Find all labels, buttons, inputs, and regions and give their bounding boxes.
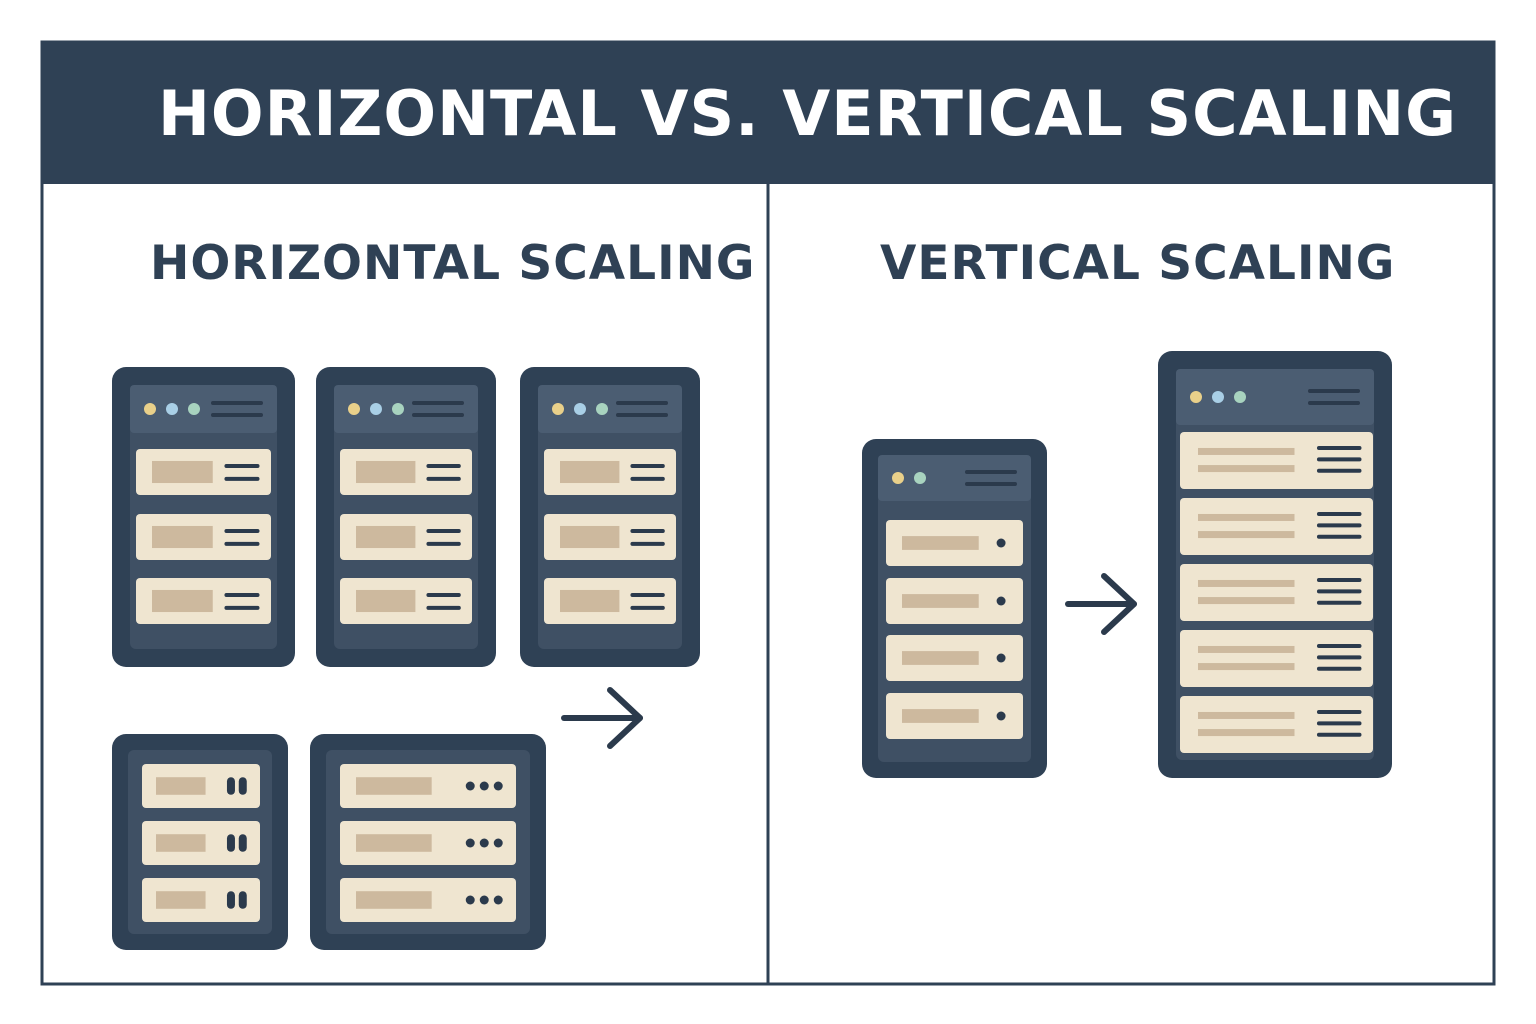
drive-led [238, 777, 247, 795]
status-light [370, 403, 382, 415]
server-rack-icon [862, 439, 1047, 778]
drive-label [156, 777, 206, 795]
drive-led [996, 538, 1006, 548]
server-rack-icon [520, 367, 700, 667]
server-rack-icon [112, 367, 295, 667]
drive-led [465, 895, 475, 905]
drive-label [152, 589, 213, 613]
drive-label [560, 525, 620, 549]
arrow-head [607, 687, 643, 749]
drive-label [1198, 597, 1295, 605]
server-rack-icon [1158, 351, 1392, 778]
status-light [1212, 391, 1224, 403]
drive-led [493, 895, 503, 905]
server-group [112, 351, 1392, 950]
drive-label [1198, 447, 1295, 455]
drive-label [356, 777, 432, 795]
arrow-right-icon [561, 687, 643, 749]
drive-label [1198, 513, 1295, 521]
drive-label [902, 594, 979, 608]
server-rack-icon [112, 734, 288, 950]
status-light [596, 403, 608, 415]
server-header [878, 455, 1031, 501]
drive-label [356, 891, 432, 909]
drive-led [479, 895, 489, 905]
drive-label [902, 536, 979, 550]
status-light [552, 403, 564, 415]
status-light [166, 403, 178, 415]
drive-label [356, 460, 416, 484]
drive-label [1198, 579, 1295, 587]
status-light [914, 472, 926, 484]
horizontal-scaling-heading: HORIZONTAL SCALING [150, 236, 756, 291]
status-light [188, 403, 200, 415]
vertical-scaling-heading: VERTICAL SCALING [880, 236, 1396, 291]
title-bar [42, 42, 1494, 184]
drive-label [560, 460, 620, 484]
drive-label [356, 525, 416, 549]
page-title: HORIZONTAL VS. VERTICAL SCALING [158, 77, 1458, 150]
drive-label [902, 651, 979, 665]
drive-led [465, 838, 475, 848]
server-header [1176, 369, 1374, 425]
drive-led [996, 596, 1006, 606]
drive-led [996, 653, 1006, 663]
drive-led [238, 891, 247, 909]
drive-led [238, 834, 247, 852]
server-header [538, 385, 682, 433]
status-light [348, 403, 360, 415]
drive-label [1198, 711, 1295, 719]
drive-led [226, 777, 235, 795]
drive-label [1198, 663, 1295, 671]
drive-label [1198, 729, 1295, 737]
arrow-head [1101, 573, 1137, 635]
drive-led [493, 781, 503, 791]
drive-led [465, 781, 475, 791]
drive-label [902, 709, 979, 723]
server-header [334, 385, 478, 433]
drive-led [996, 711, 1006, 721]
drive-label [560, 589, 620, 613]
server-rack-icon [316, 367, 496, 667]
drive-led [226, 891, 235, 909]
drive-led [226, 834, 235, 852]
drive-led [493, 838, 503, 848]
status-light [1234, 391, 1246, 403]
drive-led [479, 781, 489, 791]
drive-label [1198, 465, 1295, 473]
drive-label [1198, 645, 1295, 653]
drive-label [156, 891, 206, 909]
arrow-group [561, 573, 1137, 749]
drive-label [152, 460, 213, 484]
drive-label [356, 834, 432, 852]
status-light [574, 403, 586, 415]
server-header [130, 385, 277, 433]
drive-label [1198, 531, 1295, 539]
server-rack-icon [310, 734, 546, 950]
arrow-right-icon [1065, 573, 1137, 635]
status-light [1190, 391, 1202, 403]
drive-led [479, 838, 489, 848]
drive-label [356, 589, 416, 613]
drive-label [152, 525, 213, 549]
drive-label [156, 834, 206, 852]
status-light [392, 403, 404, 415]
status-light [892, 472, 904, 484]
status-light [144, 403, 156, 415]
